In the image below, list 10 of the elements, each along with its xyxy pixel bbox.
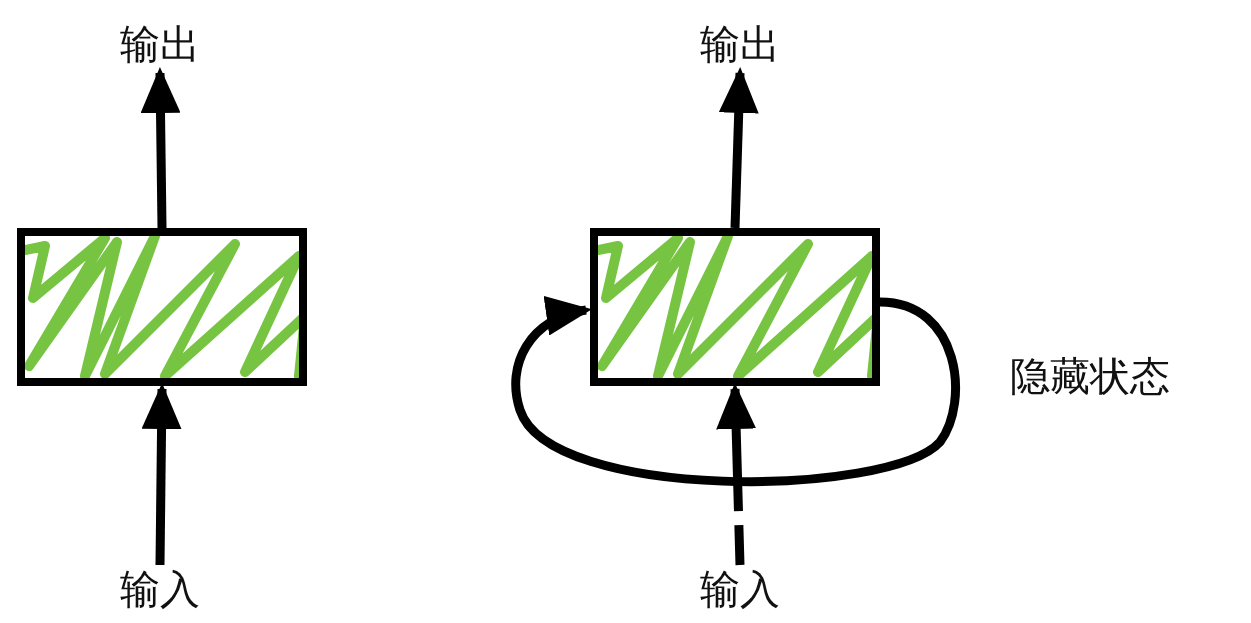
process-box: [590, 228, 880, 386]
arrow: [511, 297, 960, 486]
input-label: 输入: [680, 565, 800, 615]
arrow: [140, 67, 181, 229]
hidden-state-label: 隐藏状态: [1010, 352, 1170, 400]
output-label: 输出: [680, 20, 800, 70]
process-box: [17, 228, 307, 386]
arrow: [718, 67, 759, 229]
input-label: 输入: [100, 565, 220, 615]
output-label: 输出: [100, 20, 220, 70]
